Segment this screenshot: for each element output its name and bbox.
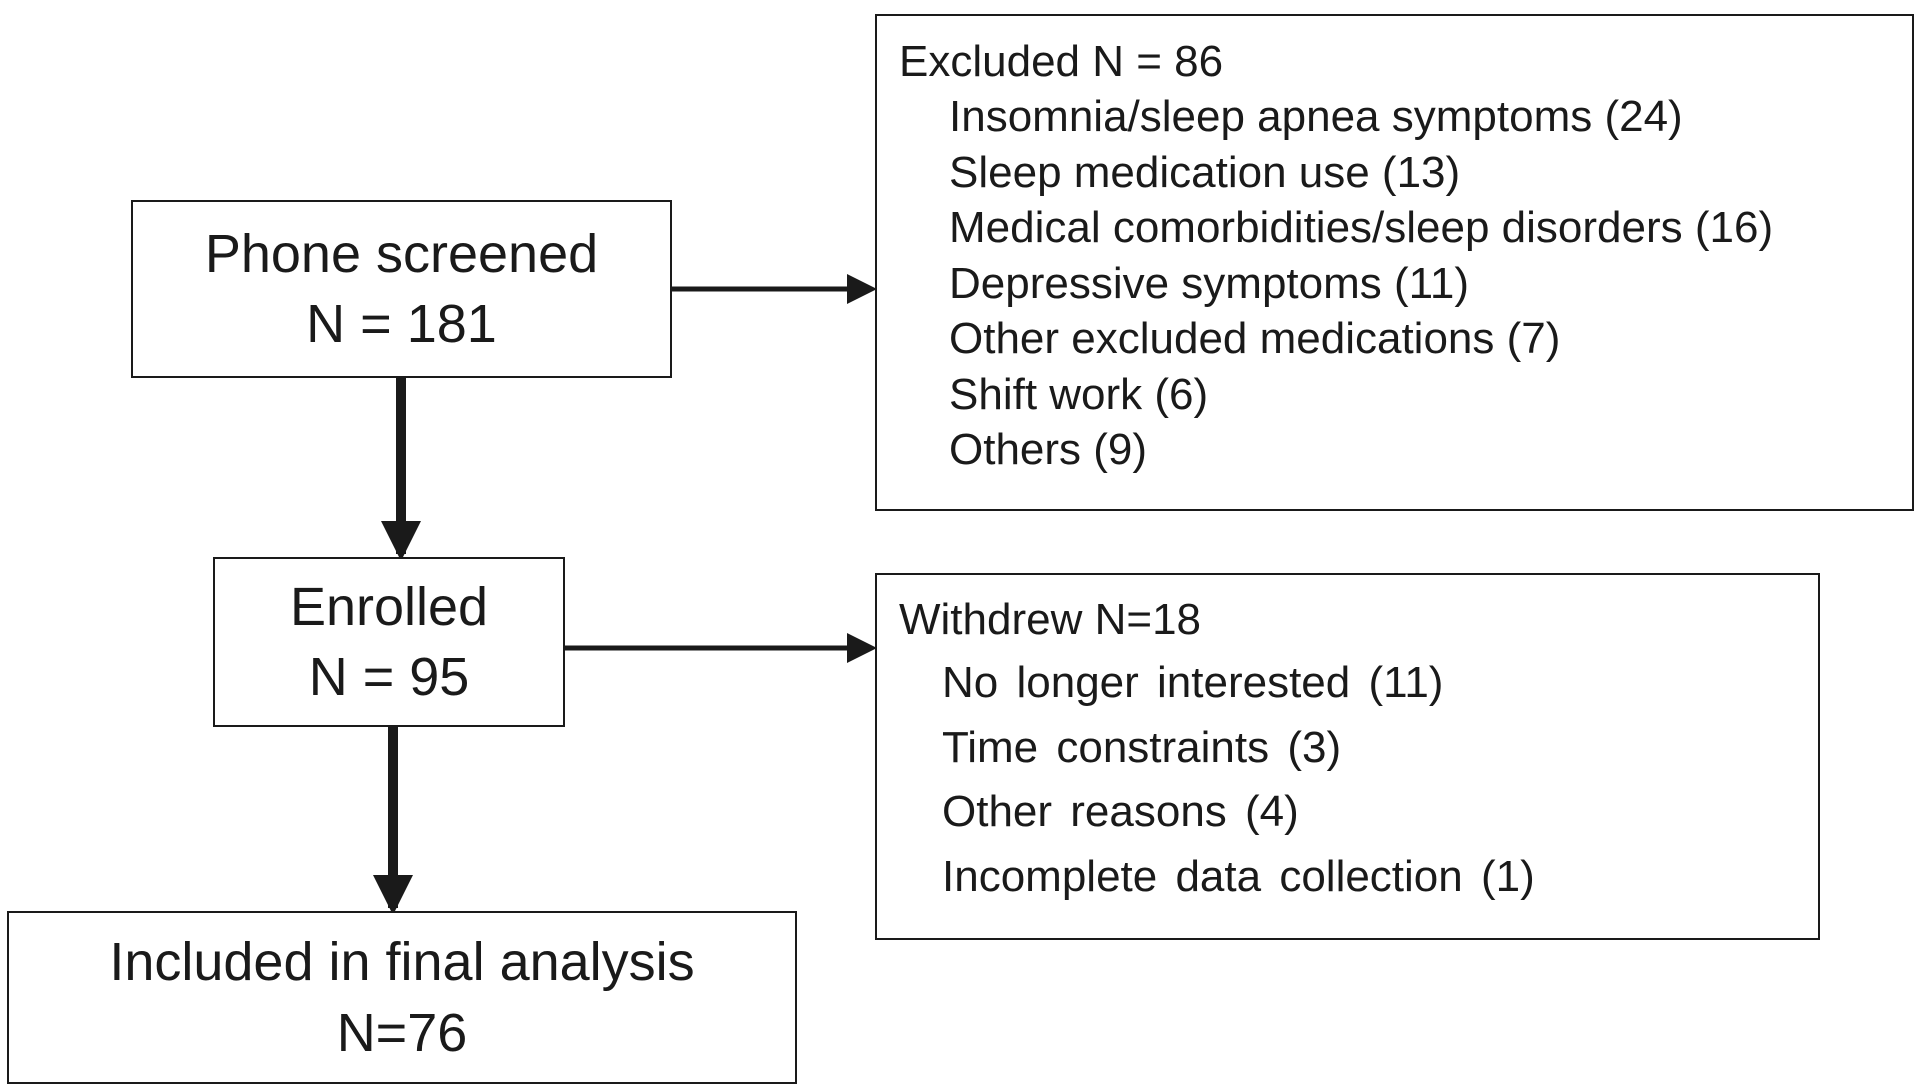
enrolled-box: Enrolled N = 95: [213, 557, 565, 727]
excluded-item-comorbidities: Medical comorbidities/sleep disorders (1…: [949, 203, 1774, 252]
withdrew-title: Withdrew N=18: [899, 595, 1202, 644]
excluded-item-shift-work: Shift work (6): [949, 369, 1209, 419]
final-analysis-box: Included in final analysis N=76: [7, 911, 797, 1084]
withdrew-item-time-constraints: Time constraints (3): [942, 722, 1342, 772]
withdrew-item-incomplete-data: Incomplete data collection (1): [942, 851, 1535, 901]
excluded-item-sleep-medication: Sleep medication use (13): [949, 147, 1461, 197]
phone-screened-label: Phone screened: [204, 223, 599, 284]
withdrew-item-other-reasons: Other reasons (4): [942, 787, 1299, 836]
excluded-item-others: Others (9): [949, 425, 1148, 474]
phone-screened-count: N = 181: [306, 294, 497, 354]
phone-screened-box: Phone screened N = 181: [131, 200, 672, 378]
withdrew-box: Withdrew N=18 No longer interested (11) …: [875, 573, 1820, 940]
final-analysis-label: Included in final analysis: [109, 932, 695, 993]
excluded-item-insomnia: Insomnia/sleep apnea symptoms (24): [949, 92, 1683, 141]
excluded-title: Excluded N = 86: [899, 37, 1224, 86]
withdrew-item-not-interested: No longer interested (11): [942, 658, 1444, 707]
final-analysis-count: N=76: [336, 1002, 468, 1063]
enrolled-label: Enrolled: [289, 576, 489, 637]
excluded-box: Excluded N = 86 Insomnia/sleep apnea sym…: [875, 14, 1914, 511]
excluded-item-other-medications: Other excluded medications (7): [949, 314, 1561, 363]
enrolled-count: N = 95: [308, 647, 470, 707]
excluded-item-depressive: Depressive symptoms (11): [949, 258, 1469, 308]
